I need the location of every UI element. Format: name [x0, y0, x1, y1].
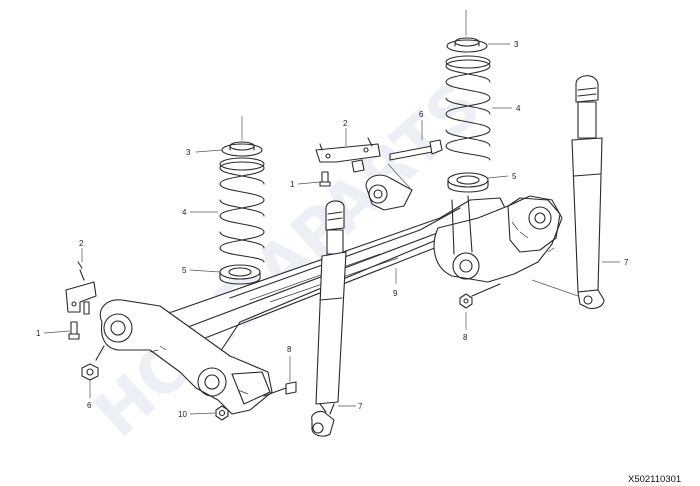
callout-6-left: 6 — [87, 401, 92, 410]
callout-4-left: 4 — [182, 208, 187, 217]
callout-8-right: 8 — [463, 333, 468, 342]
coil-spring-right — [445, 55, 491, 161]
callout-1-center: 1 — [290, 180, 295, 189]
long-bolt-center — [387, 139, 443, 189]
coil-spring-left — [219, 157, 265, 263]
callout-5-right: 5 — [512, 172, 517, 181]
leader-lines — [43, 43, 620, 415]
callout-2-left: 2 — [79, 239, 84, 248]
callout-10: 10 — [178, 410, 187, 419]
callout-3-left: 3 — [186, 148, 191, 157]
callout-6-center: 6 — [419, 110, 424, 119]
callout-8-left: 8 — [287, 345, 292, 354]
callout-7-right: 7 — [624, 258, 629, 267]
callout-5-left: 5 — [182, 266, 187, 275]
bracket-center — [315, 137, 381, 173]
bracket-left — [65, 261, 97, 315]
shock-absorber-right — [571, 75, 605, 310]
spring-lower-seat-right — [447, 172, 489, 193]
callout-3-right: 3 — [514, 40, 519, 49]
callout-9: 9 — [393, 289, 398, 298]
watermark: HONDAPARTS — [81, 68, 495, 451]
callout-2-center: 2 — [343, 119, 348, 128]
shock-absorber-left — [311, 200, 347, 437]
spring-lower-seat-left — [219, 264, 261, 285]
spring-upper-seat-left — [221, 116, 263, 157]
axle-beam — [99, 174, 563, 415]
nut-10 — [215, 405, 229, 421]
bolt-left — [68, 321, 80, 340]
nut-left — [81, 345, 105, 381]
spring-upper-seat-right — [446, 10, 488, 53]
callout-1-left: 1 — [36, 329, 41, 338]
callout-4-right: 4 — [516, 104, 521, 113]
diagram-code: X502110301 — [628, 474, 681, 485]
bolt-8-right — [459, 283, 501, 309]
bolt-center — [319, 171, 331, 187]
callout-7-left: 7 — [358, 402, 363, 411]
bolt-8-left — [263, 381, 297, 397]
